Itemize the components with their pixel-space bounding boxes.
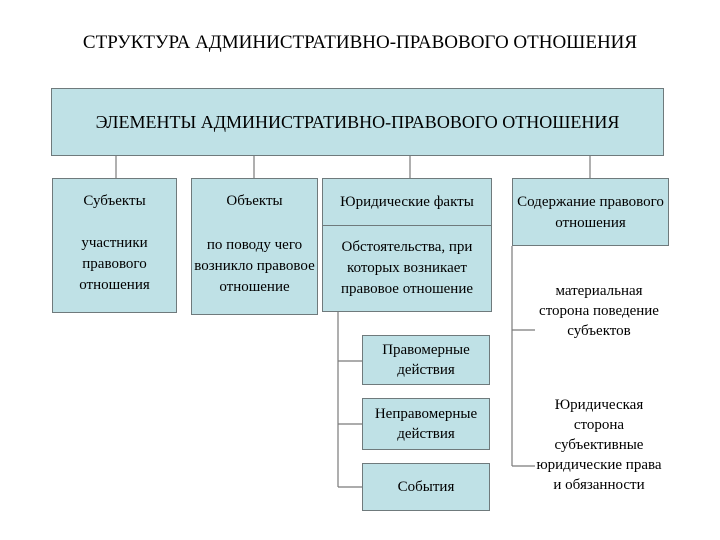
subjects-body: участники правового отношения (79, 234, 150, 293)
lawful-actions-label: Правомерные действия (382, 342, 470, 378)
content-box: Содержание правового отношения (512, 178, 669, 246)
facts-header: Юридические факты (323, 179, 491, 226)
root-label: ЭЛЕМЕНТЫ АДМИНИСТРАТИВНО-ПРАВОВОГО ОТНОШ… (95, 112, 620, 132)
unlawful-actions-label: Неправомерные действия (374, 406, 478, 442)
objects-body: по поводу чего возникло правовое отношен… (194, 236, 315, 295)
events-box: События (362, 463, 490, 511)
subjects-box: Субъекты участники правового отношения (52, 178, 177, 313)
root-box: ЭЛЕМЕНТЫ АДМИНИСТРАТИВНО-ПРАВОВОГО ОТНОШ… (51, 88, 664, 156)
facts-box: Юридические факты Обстоятельства, при ко… (322, 178, 492, 312)
content-header: Содержание правового отношения (517, 194, 664, 231)
subjects-header: Субъекты (83, 192, 146, 209)
objects-header: Объекты (226, 192, 283, 209)
diagram-title: СТРУКТУРА АДМИНИСТРАТИВНО-ПРАВОВОГО ОТНО… (82, 32, 638, 53)
material-side-label: материальная сторона поведение субъектов (539, 283, 659, 339)
legal-side-text: Юридическая сторона субъективные юридиче… (535, 380, 663, 510)
facts-body: Обстоятельства, при которых возникает пр… (340, 238, 474, 297)
lawful-actions-box: Правомерные действия (362, 335, 490, 385)
material-side-text: материальная сторона поведение субъектов (535, 266, 663, 356)
unlawful-actions-box: Неправомерные действия (362, 398, 490, 450)
legal-side-label: Юридическая сторона субъективные юридиче… (536, 397, 662, 493)
events-label: События (397, 479, 455, 495)
objects-box: Объекты по поводу чего возникло правовое… (191, 178, 318, 315)
